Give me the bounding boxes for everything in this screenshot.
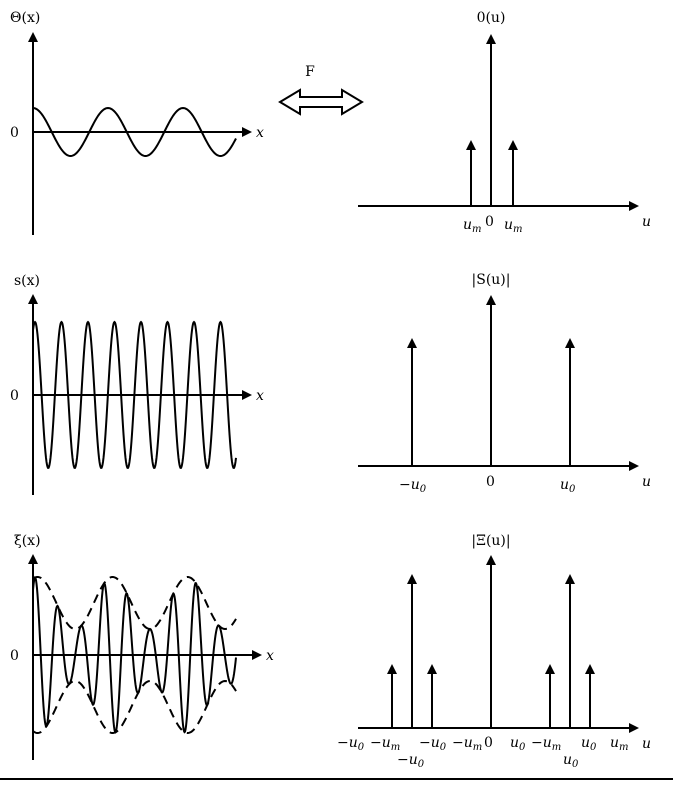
theta-x-label: x xyxy=(256,125,264,141)
s-spectrum-panel: u |S(u)| −u0 0 u0 xyxy=(358,272,651,495)
xi-zero-label: 0 xyxy=(10,648,19,664)
xi-x-label: x xyxy=(266,648,274,664)
tick-label: −um xyxy=(452,735,482,753)
s-wave xyxy=(32,320,237,469)
tick-label: um xyxy=(504,217,523,235)
xi-upper-envelope xyxy=(32,576,237,631)
tick-label: u0 xyxy=(510,735,526,753)
bottom-rule xyxy=(0,778,673,780)
xi-lower-envelope xyxy=(32,679,237,734)
theta-spectrum-title: 0(u) xyxy=(477,10,506,26)
fourier-label: F xyxy=(305,64,315,80)
theta-wave xyxy=(32,106,237,157)
tick-label: 0 xyxy=(485,214,494,230)
double-arrow-icon xyxy=(278,88,364,116)
s-panel: s(x) 0 x xyxy=(10,273,264,495)
tick-label: −u0 xyxy=(419,735,447,753)
tick-label: −u0 xyxy=(399,477,427,495)
tick-label: −u0 xyxy=(337,735,365,753)
tick-label: 0 xyxy=(484,735,493,751)
xi-panel: ξ(x) 0 x xyxy=(10,533,274,760)
tick-label: −u0 xyxy=(397,752,425,770)
s-spectrum-title: |S(u)| xyxy=(472,272,511,288)
s-x-label: x xyxy=(256,388,264,404)
theta-zero-label: 0 xyxy=(10,125,19,141)
tick-label: u0 xyxy=(563,752,579,770)
s-spectrum-u-label: u xyxy=(642,474,651,490)
theta-spectrum-u-label: u xyxy=(642,214,651,230)
tick-label: um xyxy=(463,217,482,235)
tick-label: u0 xyxy=(560,477,576,495)
s-title: s(x) xyxy=(14,273,40,289)
tick-label: u0 xyxy=(581,735,597,753)
xi-title: ξ(x) xyxy=(14,533,41,549)
xi-spectrum-u-label: u xyxy=(642,736,651,752)
tick-label: 0 xyxy=(486,474,495,490)
tick-label: −um xyxy=(531,735,561,753)
s-zero-label: 0 xyxy=(10,388,19,404)
xi-spectrum-title: |Ξ(u)| xyxy=(471,533,510,549)
theta-spectrum-panel: u 0(u) um 0 um xyxy=(358,10,651,235)
fourier-transform-arrow: F xyxy=(278,64,364,116)
xi-spectrum-panel: u |Ξ(u)| −u0 −um −u0 −u0 −um 0 u0 −um u0… xyxy=(337,533,651,770)
theta-title: Θ(x) xyxy=(10,10,40,26)
tick-label: um xyxy=(610,735,629,753)
xi-wave xyxy=(32,575,237,734)
theta-panel: Θ(x) 0 x xyxy=(10,10,264,235)
tick-label: −um xyxy=(370,735,400,753)
